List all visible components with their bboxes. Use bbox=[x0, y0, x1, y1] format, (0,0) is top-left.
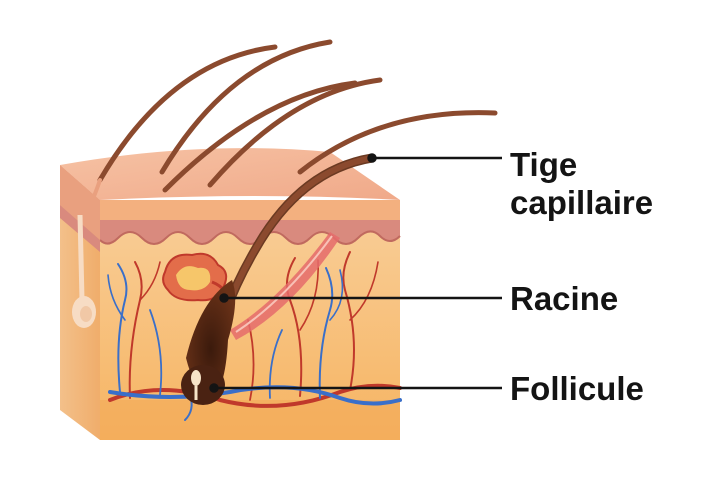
arrector-pili-muscle bbox=[230, 232, 340, 340]
hair-shafts bbox=[88, 39, 498, 207]
main-hair bbox=[181, 153, 377, 405]
label-tige-capillaire: Tige capillaire bbox=[510, 146, 653, 222]
epidermis-top bbox=[60, 148, 400, 200]
label-tige-line2: capillaire bbox=[510, 184, 654, 221]
dermal-papilla bbox=[191, 370, 201, 386]
label-follicule-text: Follicule bbox=[510, 370, 644, 407]
pointer-lines bbox=[209, 153, 502, 393]
label-racine: Racine bbox=[510, 280, 618, 318]
label-tige-line1: Tige bbox=[510, 146, 578, 183]
papillary-dermis bbox=[100, 220, 400, 244]
epidermis-band bbox=[100, 200, 400, 220]
label-racine-text: Racine bbox=[510, 280, 619, 317]
hair-bulb bbox=[181, 365, 225, 405]
label-follicule: Follicule bbox=[510, 370, 644, 408]
hypodermis bbox=[100, 400, 400, 440]
